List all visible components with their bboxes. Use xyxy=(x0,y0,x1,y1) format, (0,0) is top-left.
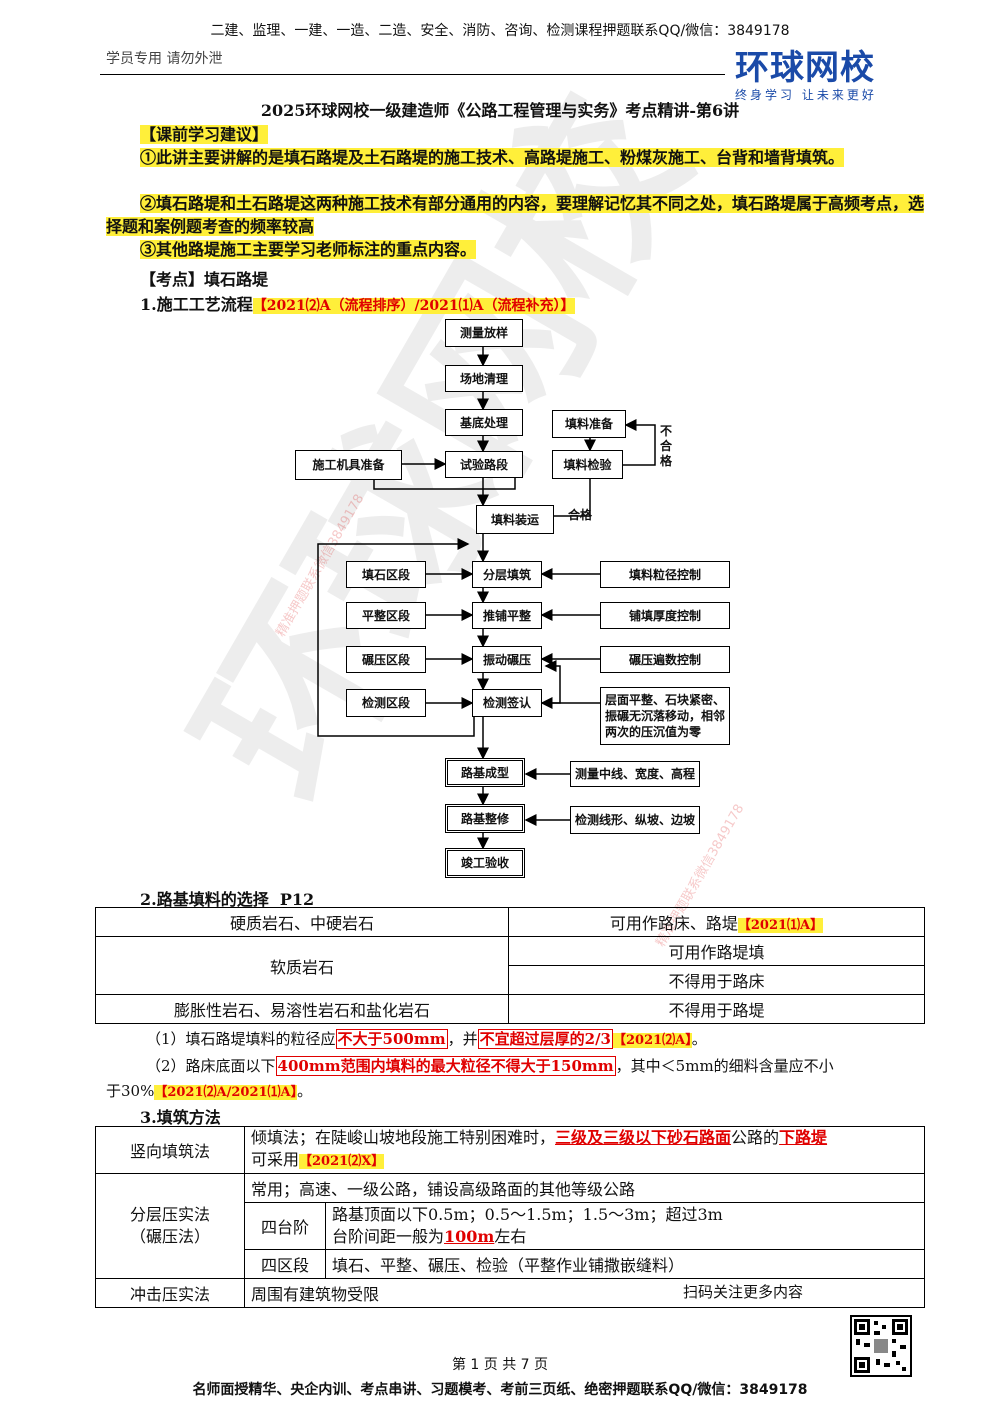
logo: 环球网校 终身学习 让未来更好 xyxy=(735,40,915,102)
table-cell: 不得用于路堤 xyxy=(508,994,925,1024)
flow-main-3: 试验路段 xyxy=(445,451,523,478)
section-1-title: 1.施工工艺流程【2021⑵A（流程排序）/2021⑴A（流程补充）】 xyxy=(140,295,575,314)
header-rule xyxy=(100,74,725,75)
flow-zone-1: 平整区段 xyxy=(346,602,426,629)
flow-control-1: 铺填厚度控制 xyxy=(600,602,730,629)
footer-ad: 名师面授精华、央企内训、考点串讲、习题模考、考前三页纸、绝密押题联系QQ/微信：… xyxy=(192,1382,808,1398)
flow-measure-1: 测量中线、宽度、高程 xyxy=(570,761,700,787)
flow-main-7: 振动碾压 xyxy=(472,646,542,673)
flow-zone-2: 碾压区段 xyxy=(346,646,426,673)
scan-hint: 扫码关注更多内容 xyxy=(683,1283,804,1301)
page-number: 第 1 页 共 7 页 xyxy=(451,1357,549,1373)
flow-control-0: 填料粒径控制 xyxy=(600,561,730,588)
document-title: 2025环球网校一级建造师《公路工程管理与实务》考点精讲-第6讲 xyxy=(260,101,740,120)
table-cell: 竖向填筑法 xyxy=(95,1126,245,1174)
fill-method-table: 竖向填筑法 倾填法；在陡峻山坡地段施工特别困难时，三级及三级以下砂石路面公路的下… xyxy=(95,1126,925,1308)
table-cell: 膨胀性岩石、易溶性岩石和盐化岩石 xyxy=(95,994,509,1024)
flow-main-5: 分层填筑 xyxy=(472,561,542,588)
table-cell: 不得用于路床 xyxy=(508,965,925,995)
advice-heading: 【课前学习建议】 xyxy=(140,125,269,144)
table-row: 四台阶 路基顶面以下0.5m；0.5～1.5m；1.5～3m；超过3m 台阶间距… xyxy=(96,1202,925,1250)
advice-p1: ①此讲主要讲解的是填石路堤及土石路堤的施工技术、高路堤施工、粉煤灰施工、台背和墙… xyxy=(140,148,845,167)
qr-code-icon[interactable] xyxy=(850,1315,912,1377)
flow-connectors xyxy=(317,347,656,850)
kaodian-heading: 【考点】填石路堤 xyxy=(140,270,269,289)
flow-fill-check: 填料检验 xyxy=(552,450,623,479)
table-cell: 周围有建筑物受限 xyxy=(244,1278,925,1308)
flow-main-8: 检测签认 xyxy=(472,689,542,717)
flow-main-4: 填料装运 xyxy=(476,505,554,534)
table-row: 竖向填筑法 倾填法；在陡峻山坡地段施工特别困难时，三级及三级以下砂石路面公路的下… xyxy=(95,1126,925,1174)
table-cell: 四台阶 xyxy=(244,1202,326,1250)
fill-material-table: 硬质岩石、中硬岩石 可用作路床、路堤【2021⑴A】 软质岩石 可用作路堤填 不… xyxy=(95,907,925,1024)
flow-main-10: 路基整修 xyxy=(445,804,525,833)
flow-ok-label: 合格 xyxy=(568,508,593,522)
flow-main-9: 路基成型 xyxy=(445,758,525,787)
flow-control-2: 碾压遍数控制 xyxy=(600,646,730,673)
table-cell: 可用作路堤填 xyxy=(508,936,925,966)
table-cell: 可用作路床、路堤【2021⑴A】 xyxy=(508,907,925,937)
flow-main-1: 场地清理 xyxy=(445,365,523,392)
flow-main-0: 测量放样 xyxy=(445,319,523,347)
top-ad: 二建、监理、一建、一造、二造、安全、消防、咨询、检测课程押题联系QQ/微信：38… xyxy=(210,23,790,39)
table-row: 硬质岩石、中硬岩石 可用作路床、路堤【2021⑴A】 xyxy=(95,907,925,937)
section-3-title: 3.填筑方法 xyxy=(140,1108,221,1127)
table-row: 分层压实法（碾压法） 常用；高速、一级公路，铺设高级路面的其他等级公路 xyxy=(95,1173,925,1279)
flow-zone-0: 填石区段 xyxy=(346,561,426,588)
table-cell: 倾填法；在陡峻山坡地段施工特别困难时，三级及三级以下砂石路面公路的下路堤 可采用… xyxy=(244,1126,925,1174)
advice-p3: ③其他路堤施工主要学习老师标注的重点内容。 xyxy=(140,240,477,259)
flow-main-2: 基底处理 xyxy=(445,409,523,436)
section-2-title: 2.路基填料的选择 P12 xyxy=(140,890,315,909)
student-note: 学员专用 请勿外泄 xyxy=(106,51,223,67)
flow-main-11: 竣工验收 xyxy=(445,848,525,878)
note-2-cont: 于30%【2021⑵A/2021⑴A】。 xyxy=(106,1082,313,1100)
table-row: 膨胀性岩石、易溶性岩石和盐化岩石 不得用于路堤 xyxy=(95,994,925,1024)
flow-measure-2: 检测线形、纵坡、边坡 xyxy=(570,806,700,834)
table-cell: 硬质岩石、中硬岩石 xyxy=(95,907,509,937)
flow-not-ok-label: 不合格 xyxy=(660,424,673,468)
table-row: 冲击压实法 周围有建筑物受限 xyxy=(95,1278,925,1308)
table-cell: 填石、平整、碾压、检验（平整作业铺撒嵌缝料） xyxy=(325,1249,925,1279)
table-cell: 常用；高速、一级公路，铺设高级路面的其他等级公路 xyxy=(244,1173,925,1203)
table-cell: 软质岩石 xyxy=(95,936,509,995)
flow-fill-prep: 填料准备 xyxy=(552,410,626,438)
table-cell: 路基顶面以下0.5m；0.5～1.5m；1.5～3m；超过3m 台阶间距一般为1… xyxy=(325,1202,925,1250)
flow-zone-3: 检测区段 xyxy=(346,689,426,717)
table-cell: 分层压实法（碾压法） xyxy=(95,1173,245,1279)
process-flowchart: 测量放样 场地清理 基底处理 试验路段 填料装运 分层填筑 推铺平整 振动碾压 … xyxy=(290,316,735,881)
table-cell: 四区段 xyxy=(244,1249,326,1279)
flow-check-note: 层面平整、石块紧密、振碾无沉落移动，相邻两次的压沉值为零 xyxy=(600,687,730,745)
table-row: 软质岩石 可用作路堤填 xyxy=(95,936,925,995)
flow-machine-prep: 施工机具准备 xyxy=(295,450,402,480)
logo-name: 环球网校 xyxy=(735,48,875,88)
flow-main-6: 推铺平整 xyxy=(472,602,542,629)
logo-slogan: 终身学习 让未来更好 xyxy=(735,88,877,102)
table-cell: 冲击压实法 xyxy=(95,1278,245,1308)
advice-p2: ②填石路堤和土石路堤这两种施工技术有部分通用的内容，要理解记忆其不同之处，填石路… xyxy=(106,194,925,236)
note-1: （1）填石路堤填料的粒径应不大于500mm，并不宜超过层厚的2/3【2021⑵A… xyxy=(146,1029,707,1049)
